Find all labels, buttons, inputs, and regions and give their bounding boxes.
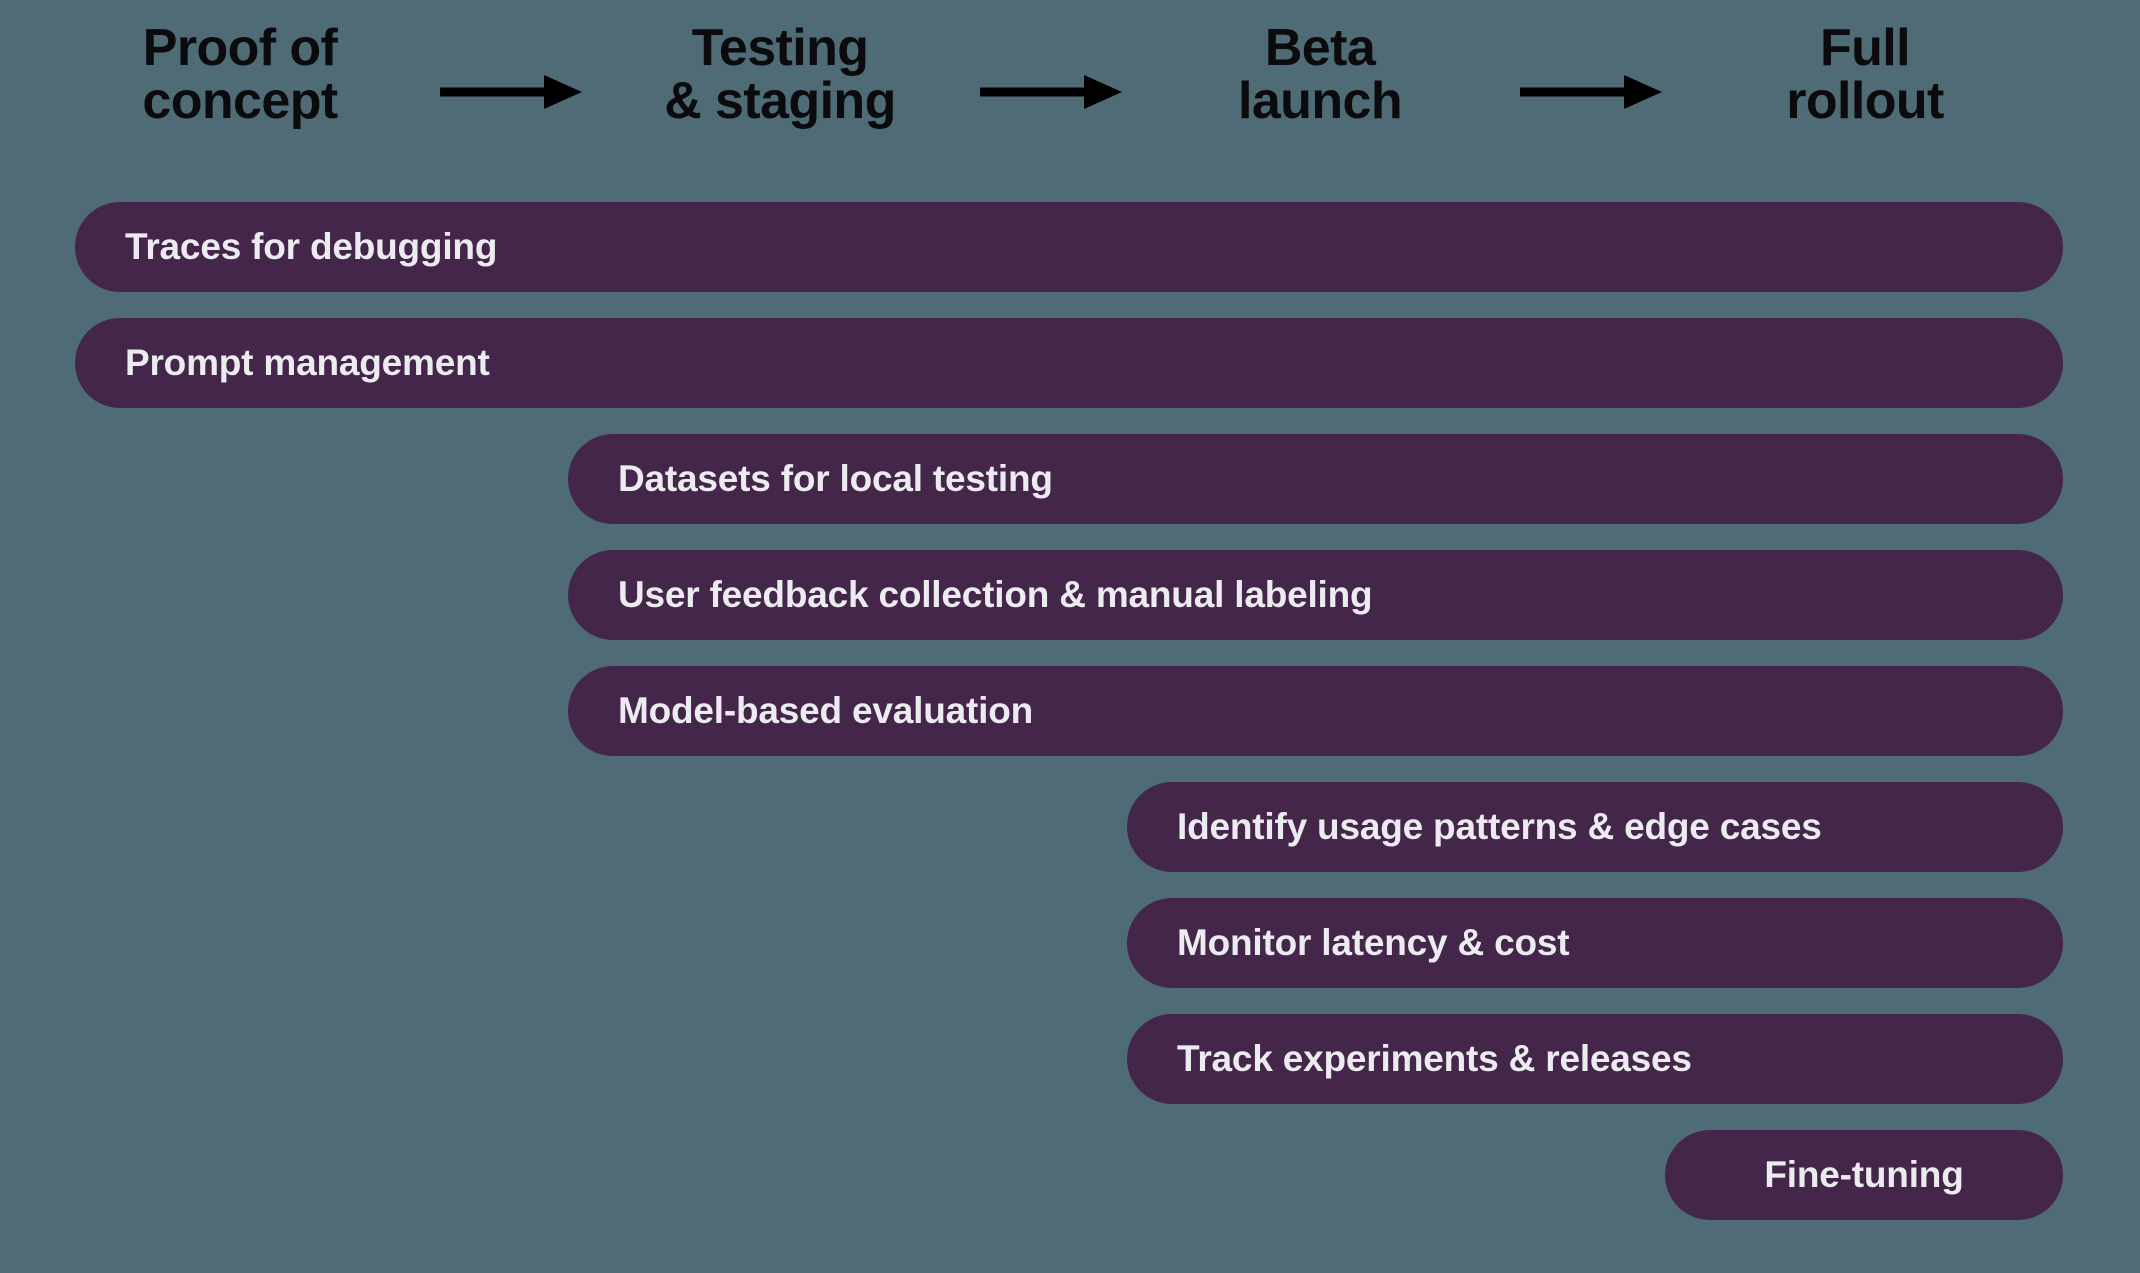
- phase-label-line1: Testing: [691, 19, 869, 77]
- arrow-poc-to-testing-icon: [440, 70, 582, 114]
- capability-bar[interactable]: User feedback collection & manual labeli…: [568, 550, 2063, 640]
- capability-bar[interactable]: Model-based evaluation: [568, 666, 2063, 756]
- arrow-testing-to-beta-icon: [980, 70, 1122, 114]
- capability-bar[interactable]: Datasets for local testing: [568, 434, 2063, 524]
- capability-bar-label: Fine-tuning: [1764, 1154, 1964, 1195]
- capability-bar-label: Identify usage patterns & edge cases: [1177, 806, 1822, 847]
- phase-label-line1: Proof of: [142, 19, 338, 77]
- arrow-beta-to-rollout-icon: [1520, 70, 1662, 114]
- capability-bar-label: Datasets for local testing: [618, 458, 1053, 499]
- capability-bar[interactable]: Traces for debugging: [75, 202, 2063, 292]
- capability-bar-label: Track experiments & releases: [1177, 1038, 1692, 1079]
- capability-bar[interactable]: Fine-tuning: [1665, 1130, 2063, 1220]
- capability-bar-label: Monitor latency & cost: [1177, 922, 1570, 963]
- phase-label-line2: launch: [1238, 72, 1403, 131]
- capability-bar-label: Prompt management: [125, 342, 490, 383]
- capability-bar-label: Traces for debugging: [125, 226, 498, 267]
- capability-bar[interactable]: Identify usage patterns & edge cases: [1127, 782, 2063, 872]
- capability-bar[interactable]: Prompt management: [75, 318, 2063, 408]
- phase-label-line1: Full: [1819, 19, 1911, 77]
- capability-bar[interactable]: Track experiments & releases: [1127, 1014, 2063, 1104]
- phase-label-line1: Beta: [1264, 19, 1376, 77]
- capability-bar[interactable]: Monitor latency & cost: [1127, 898, 2063, 988]
- capability-bar-label: Model-based evaluation: [618, 690, 1034, 731]
- phase-label-line2: & staging: [664, 72, 896, 131]
- phase-label-line2: concept: [142, 72, 338, 131]
- phase-label-line2: rollout: [1786, 72, 1944, 131]
- capability-bar-label: User feedback collection & manual labeli…: [618, 574, 1373, 615]
- phase-label-2: Testing& staging: [570, 19, 990, 131]
